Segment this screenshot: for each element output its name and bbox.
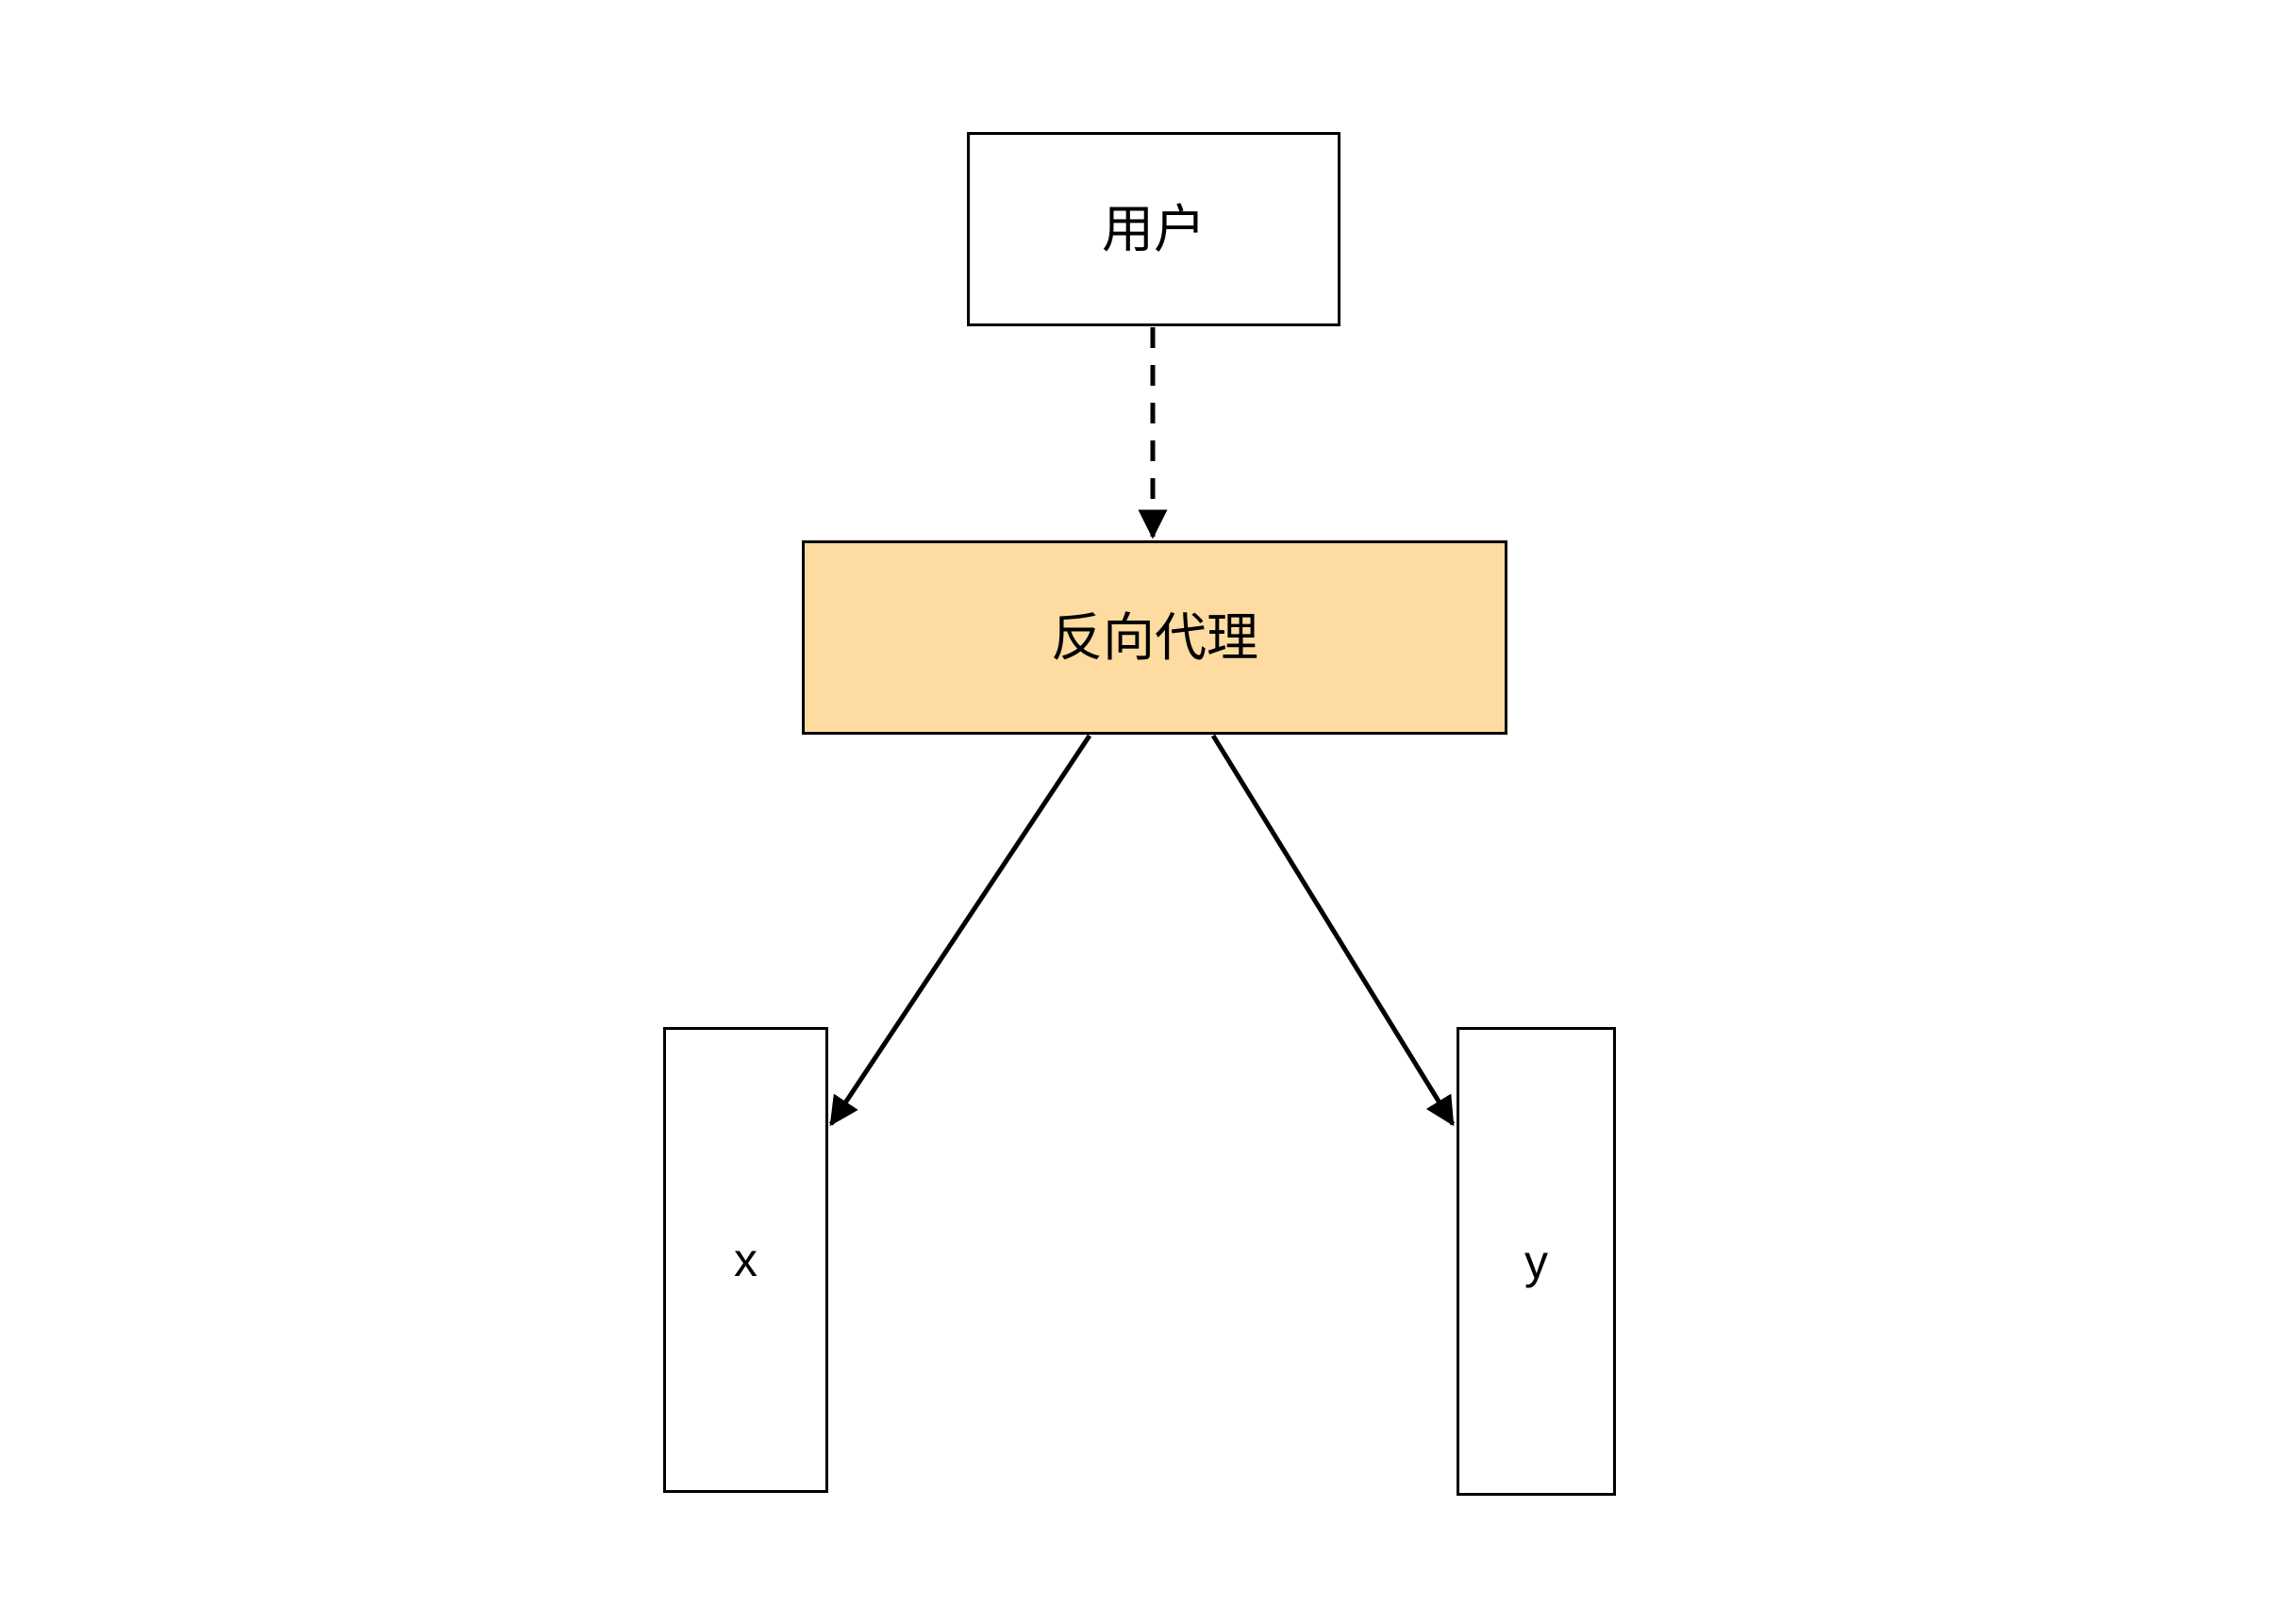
- edge-proxy-to-backend-x: [828, 734, 1092, 1127]
- node-user-label: 用户: [1101, 199, 1206, 258]
- node-backend-x-label: x: [734, 1234, 758, 1286]
- node-user[interactable]: 用户: [967, 132, 1340, 326]
- node-reverse-proxy-label: 反向代理: [1050, 607, 1258, 667]
- node-backend-x[interactable]: x: [663, 1027, 828, 1493]
- node-backend-y-label: y: [1524, 1235, 1548, 1288]
- node-backend-y[interactable]: y: [1457, 1027, 1616, 1496]
- edge-proxy-to-backend-y: [1210, 734, 1456, 1127]
- node-reverse-proxy[interactable]: 反向代理: [802, 540, 1507, 735]
